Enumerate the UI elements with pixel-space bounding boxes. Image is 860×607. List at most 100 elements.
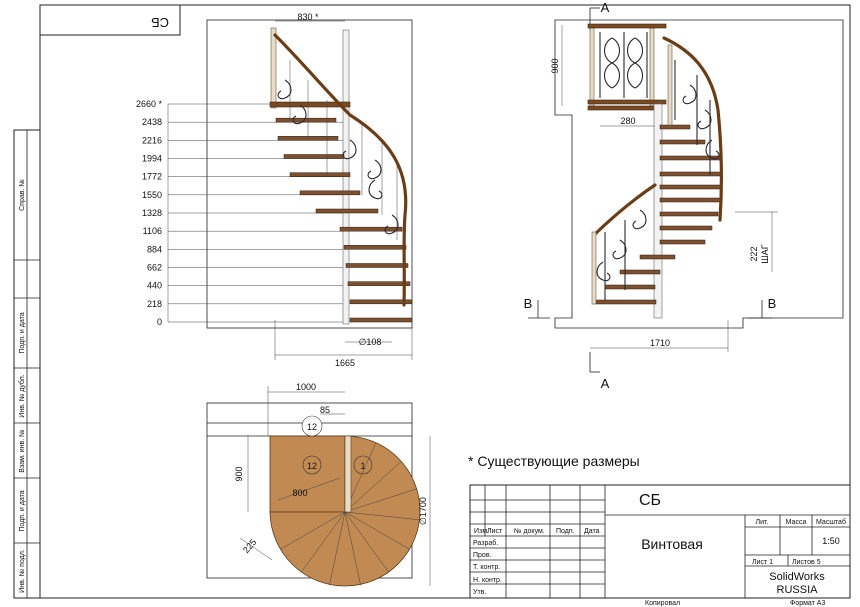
col-podp: Подп.: [556, 528, 575, 535]
stamp-podl: Инв. № подл.: [19, 549, 26, 593]
step-height-dim: 222: [749, 246, 759, 261]
level-label: 1994: [142, 154, 162, 164]
section-tread: [639, 254, 676, 260]
title-block: Изм. Лист № докум. Подп. Дата Разраб. Пр…: [469, 484, 851, 607]
level-label: 1328: [142, 208, 162, 218]
section-tread: [659, 197, 721, 203]
cut-a-bottom: A: [601, 376, 610, 391]
stamp-spr: Справ. №: [19, 179, 26, 211]
side-tread: [345, 263, 409, 268]
level-label: 2660 *: [136, 99, 163, 109]
copied-label: Копировал: [645, 600, 680, 607]
section-column: [653, 103, 663, 319]
stamp-vzam: Взам. инв. №: [19, 429, 26, 472]
stamp-dubl: Инв. № дубл.: [18, 374, 26, 417]
row-prov: Пров.: [473, 552, 492, 559]
side-tread: [299, 190, 361, 196]
section-tread: [659, 211, 719, 217]
level-label: 218: [147, 299, 162, 309]
plan-spiral: [269, 435, 421, 587]
corner-code: СБ: [151, 15, 169, 30]
col-doc: № докум.: [514, 528, 545, 535]
row-utv: Утв.: [473, 589, 486, 596]
newel-post: [270, 27, 277, 109]
side-tread: [339, 226, 403, 232]
column-dia-dim: ∅108: [359, 337, 382, 347]
plan-tread-line: [329, 511, 346, 586]
mass-label: Масса: [786, 519, 807, 526]
level-label: 2438: [142, 117, 162, 127]
section-ornaments: [596, 60, 720, 300]
center-column: [342, 29, 350, 325]
section-width-dim: 1710: [650, 338, 670, 348]
level-label: 2216: [142, 135, 162, 145]
scale-value: 1:50: [822, 536, 840, 546]
level-dimensions: 2660 *2438221619941772155013281106884662…: [136, 99, 345, 327]
section-tread: [619, 269, 661, 275]
section-tread: [659, 171, 723, 177]
section-handrail-lower: [592, 183, 657, 237]
side-tread: [349, 299, 413, 305]
overall-width-dim: 1665: [335, 358, 355, 368]
side-tread: [343, 245, 407, 250]
existing-dims-note: * Существующие размеры: [468, 453, 640, 469]
step-label: ШАГ: [760, 244, 770, 263]
landing-width-dim: 280: [620, 116, 635, 126]
section-handrail-upper: [662, 36, 723, 222]
plan-tread-line: [344, 511, 361, 586]
level-label: 0: [157, 317, 162, 327]
section-tread: [659, 239, 706, 245]
stamp-podp2: Подп. и дата: [19, 490, 26, 531]
balusters: [289, 60, 398, 240]
plan-tread-line: [344, 511, 390, 573]
plan-tread-line: [344, 461, 401, 513]
doc-code: СБ: [639, 492, 661, 509]
plan-tread-line: [300, 511, 346, 573]
format-label: Формат А3: [790, 600, 825, 607]
landing-rail: [587, 23, 667, 29]
side-tread: [315, 208, 379, 214]
rail-height-dim: 900: [550, 58, 560, 73]
plan-diameter-dim: ∅1700: [418, 497, 428, 525]
level-label: 1550: [142, 190, 162, 200]
plan-radius-dim: 800: [292, 488, 307, 498]
cut-b-right: B: [768, 296, 777, 311]
plan-top-marker: 12: [307, 422, 317, 432]
level-label: 884: [147, 244, 162, 254]
col-izm: Изм.: [474, 528, 489, 535]
side-tread: [289, 172, 351, 177]
side-view-frame: [206, 19, 413, 329]
stamp-podp1: Подп. и дата: [19, 312, 26, 353]
section-view: A A B B: [524, 0, 844, 391]
sheet-number: Лист 1: [752, 559, 773, 566]
col-list: Лист: [487, 528, 503, 535]
plan-tread-line: [344, 488, 417, 513]
section-tread: [604, 284, 656, 290]
side-view: 2660 *2438221619941772155013281106884662…: [136, 12, 413, 368]
top-width-dim: 830 *: [297, 12, 319, 22]
top-landing: [269, 101, 351, 108]
section-tread: [595, 299, 657, 305]
col-date: Дата: [584, 528, 600, 535]
handrail: [273, 33, 408, 307]
side-tread: [275, 117, 337, 123]
row-razrab: Разраб.: [473, 539, 498, 547]
plan-landing: [269, 435, 346, 513]
lit-label: Лит.: [756, 519, 769, 526]
section-tread: [659, 225, 713, 231]
row-tkontr: Т. контр.: [473, 564, 500, 571]
level-label: 1772: [142, 172, 162, 182]
cut-a-top: A: [601, 0, 610, 15]
side-stamp-strip: Справ. № Подп. и дата Инв. № дубл. Взам.…: [13, 129, 41, 599]
doc-title: Винтовая: [641, 536, 703, 552]
org-line2: RUSSIA: [777, 584, 819, 596]
section-tread: [659, 184, 723, 190]
plan-tread-line: [344, 511, 420, 521]
side-tread: [283, 154, 345, 159]
section-tread: [659, 139, 706, 145]
level-label: 662: [147, 263, 162, 273]
iron-ornaments: [277, 79, 399, 235]
landing-ornaments: [599, 32, 648, 98]
row-nkontr: Н. контр.: [473, 577, 502, 584]
scale-label: Масштаб: [816, 518, 846, 526]
